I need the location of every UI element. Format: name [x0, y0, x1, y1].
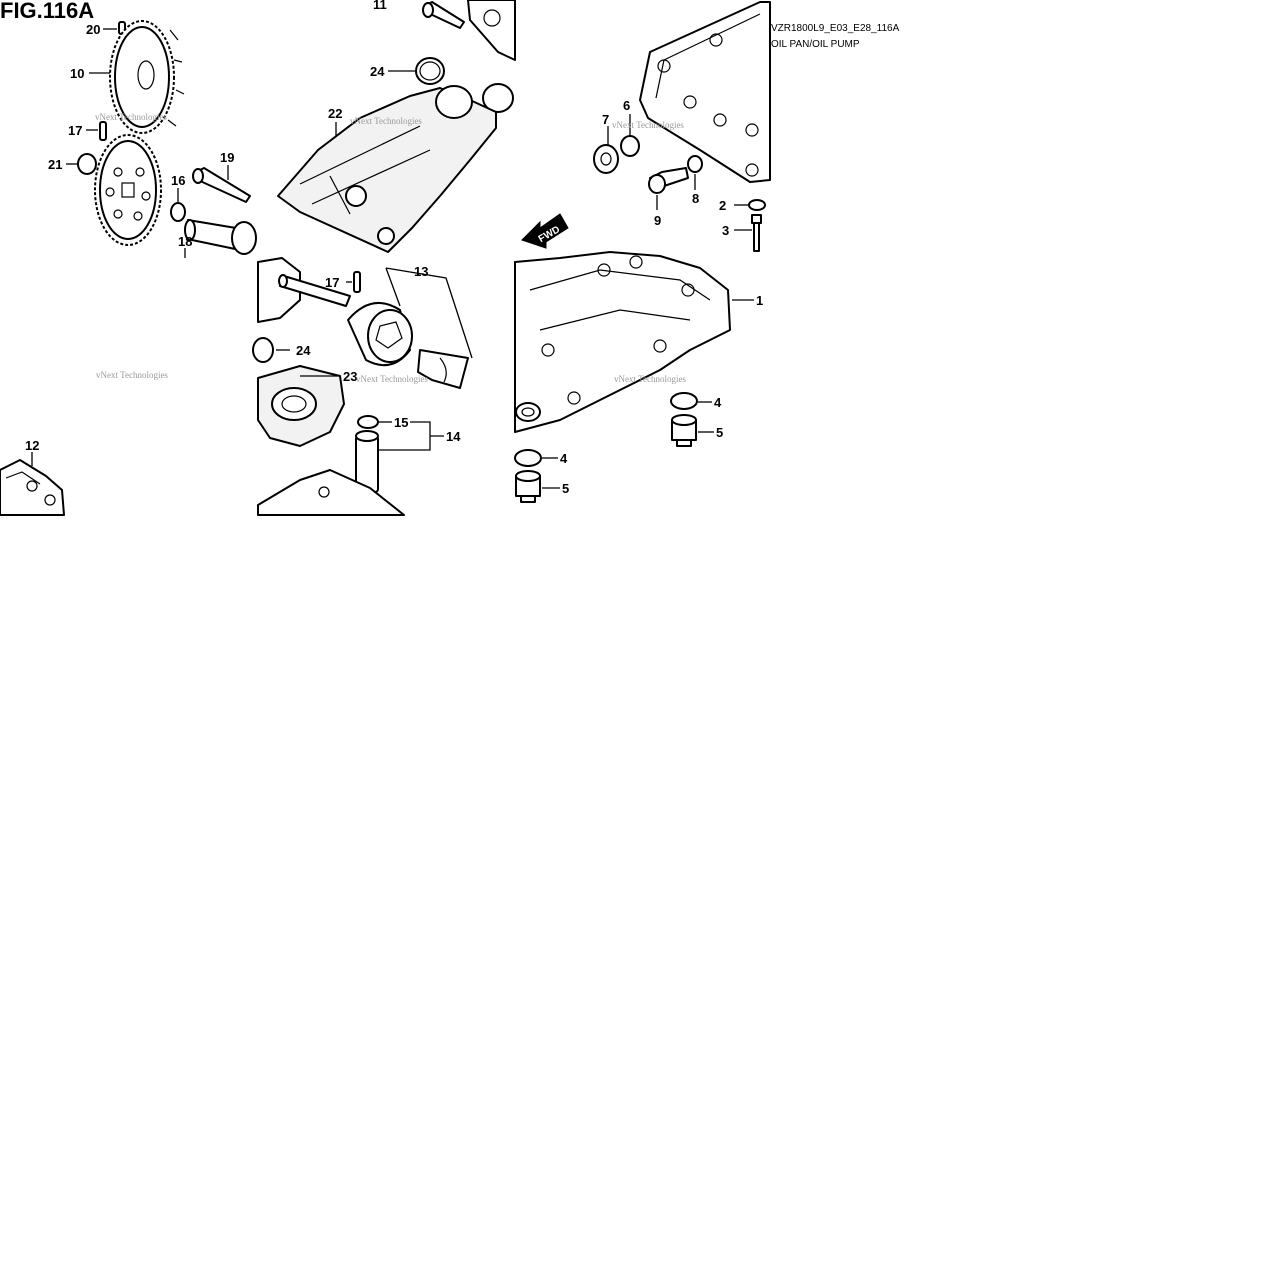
callout-5: 5: [562, 481, 569, 496]
callout-6: 6: [623, 98, 630, 113]
washer-4a: [670, 392, 698, 410]
figure-title: FIG.116A: [0, 0, 94, 23]
strainer-23: [257, 365, 345, 447]
callout-22: 22: [328, 106, 342, 121]
callout-7: 7: [602, 112, 609, 127]
callout-4: 4: [714, 395, 722, 410]
rotor-set-13: [347, 302, 469, 389]
bolt-9: [648, 167, 689, 194]
figure-name: OIL PAN/OIL PUMP: [771, 39, 860, 50]
callout-13: 13: [414, 264, 428, 279]
callout-8: 8: [692, 191, 699, 206]
watermark: vNext Technologies: [614, 374, 686, 384]
oil-pan-edge: [257, 469, 405, 516]
tile-oil-pan-top: 7 6 9 8 2 3 vNext Technologies: [593, 1, 771, 252]
o-ring-side: [482, 83, 514, 113]
watermark: vNext Technologies: [356, 374, 428, 384]
gear-11: [94, 134, 162, 246]
washer-2: [748, 199, 766, 211]
callout-21: 21: [48, 157, 62, 172]
callout-11: 11: [373, 0, 387, 12]
callout-19: 19: [220, 150, 234, 165]
pump-body-edge: [467, 0, 516, 61]
callout-9: 9: [654, 213, 661, 228]
pump-shaft: [278, 274, 351, 307]
pump-cover-22: [277, 85, 497, 253]
oil-pan-1: [514, 251, 731, 433]
pump-body-left: [257, 257, 301, 323]
watermark: vNext Technologies: [96, 370, 168, 380]
fwd-arrow-icon: FWD: [521, 213, 569, 249]
callout-20: 20: [86, 22, 100, 37]
bolt-11: [422, 1, 465, 29]
plug-7: [593, 144, 619, 174]
callout-3: 3: [722, 223, 729, 238]
callout-18: 18: [178, 234, 192, 249]
bolt-3: [751, 214, 762, 252]
pin-17a: [99, 121, 107, 141]
watermark: vNext Technologies: [612, 120, 684, 130]
tile-pump-cover: 11 24 22 vNext Technologies: [277, 0, 516, 253]
callout-17: 17: [68, 123, 82, 138]
washer-16: [170, 202, 186, 222]
tile-pump-internals: 17 13 24 23 15 14 vNext Technologies: [252, 257, 473, 516]
callout-14: 14: [446, 429, 461, 444]
callout-15: 15: [394, 415, 408, 430]
callout-12: 12: [25, 438, 39, 453]
o-ring-15: [357, 415, 379, 429]
pump-housing-12: [0, 459, 65, 516]
callout-10: 10: [70, 66, 84, 81]
callout-17: 17: [325, 275, 339, 290]
drain-plug-5a: [671, 414, 697, 447]
callout-4: 4: [560, 451, 568, 466]
shaft-18: [184, 219, 257, 255]
watermark: vNext Technologies: [95, 112, 167, 122]
washer-4b: [514, 449, 542, 467]
tile-oil-pan: FWD 1: [514, 213, 763, 503]
callout-23: 23: [343, 369, 357, 384]
callout-2: 2: [719, 198, 726, 213]
pipe-14: [355, 430, 379, 493]
pin-17b: [353, 271, 361, 293]
oil-pan-upper: [639, 1, 771, 183]
callout-24: 24: [370, 64, 385, 79]
callout-5: 5: [716, 425, 723, 440]
tile-left-middle: vNext Technologies 12: [0, 370, 168, 516]
watermark: vNext Technologies: [350, 116, 422, 126]
gear-10: [109, 20, 185, 134]
o-ring-6: [620, 135, 640, 157]
callout-24: 24: [296, 343, 311, 358]
callout-16: 16: [171, 173, 185, 188]
washer-8: [687, 155, 703, 173]
o-ring-24b: [252, 337, 274, 363]
tile-gears: 20 10 17 21 16 19 18 vNext Technologies: [48, 20, 257, 258]
bolt-19: [192, 167, 251, 203]
callout-1: 1: [756, 293, 763, 308]
drain-plug-5b: [515, 470, 541, 503]
figure-code: VZR1800L9_E03_E28_116A: [771, 23, 900, 34]
circlip-21: [77, 153, 97, 175]
